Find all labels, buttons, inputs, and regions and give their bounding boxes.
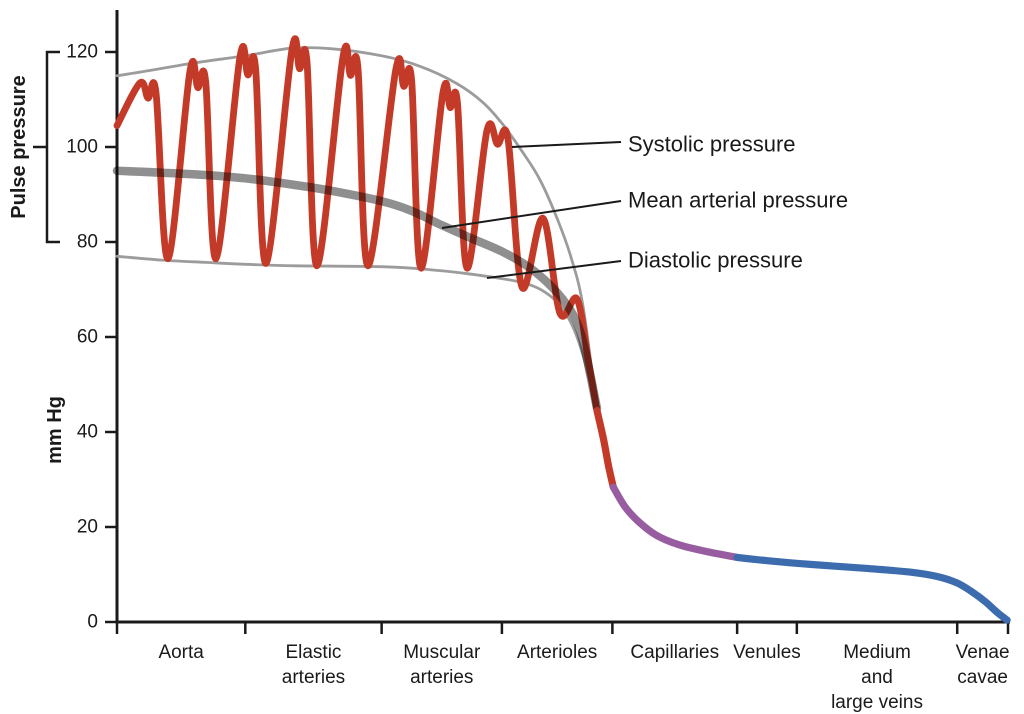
pulse-pressure-bracket — [33, 50, 60, 244]
capillary-pressure-line — [609, 483, 741, 561]
y-tick-label: 100 — [66, 137, 98, 158]
x-category-label-line: Medium — [843, 642, 911, 663]
mmhg-axis-label: mm Hg — [44, 396, 66, 464]
mean-arterial-pressure-label: Mean arterial pressure — [628, 188, 848, 213]
systolic-pressure-label: Systolic pressure — [628, 132, 796, 157]
diastolic-pressure-line — [115, 254, 599, 412]
x-category-label-line: arteries — [410, 667, 473, 688]
x-category-label-venules: Venules — [733, 642, 801, 663]
mean-arterial-pressure-leader-line — [441, 200, 622, 229]
x-category-label-line: arteries — [282, 667, 345, 688]
x-category-label-aorta: Aorta — [158, 642, 204, 663]
x-category-label-line: Aorta — [158, 642, 204, 663]
mean-arterial-pressure-line — [112, 166, 602, 413]
x-category-label-line: large veins — [831, 692, 923, 713]
x-category-label-line: cavae — [957, 667, 1008, 688]
x-category-label-line: Venae — [956, 642, 1010, 663]
x-category-label-line: Venules — [733, 642, 801, 663]
x-category-label-line: and — [861, 667, 893, 688]
y-tick-label: 120 — [66, 42, 98, 63]
x-category-label-capillaries: Capillaries — [630, 642, 719, 663]
diastolic-pressure-label: Diastolic pressure — [628, 248, 803, 273]
pulsatile-arterial-pressure-line — [113, 35, 601, 414]
y-tick-label: 20 — [77, 517, 98, 538]
y-tick-label: 60 — [77, 327, 98, 348]
x-category-label-muscular-arteries: Muscular arteries — [403, 642, 481, 688]
x-category-label-line: Elastic — [285, 642, 341, 663]
x-category-label-venae-cavae: Venae cavae — [956, 642, 1010, 688]
systolic-pressure-leader-line — [511, 141, 622, 148]
x-category-label-line: Capillaries — [630, 642, 719, 663]
x-category-label-line: Muscular — [403, 642, 481, 663]
x-category-label-elastic-arteries: Elastic arteries — [282, 642, 345, 688]
x-category-label-arterioles: Arterioles — [517, 642, 597, 663]
arteriolar-pressure-drop-line — [593, 407, 617, 491]
y-tick-label: 80 — [77, 232, 98, 253]
y-tick-label: 40 — [77, 422, 98, 443]
y-tick-label: 0 — [87, 612, 98, 633]
pulse-pressure-axis-label: Pulse pressure — [8, 75, 30, 218]
x-category-label-medium-and-large-veins: Medium and large veins — [831, 642, 923, 713]
venous-pressure-line — [733, 553, 1011, 624]
systolic-pressure-line — [115, 46, 599, 412]
diastolic-pressure-leader-line — [486, 260, 622, 279]
x-category-label-line: Arterioles — [517, 642, 597, 663]
